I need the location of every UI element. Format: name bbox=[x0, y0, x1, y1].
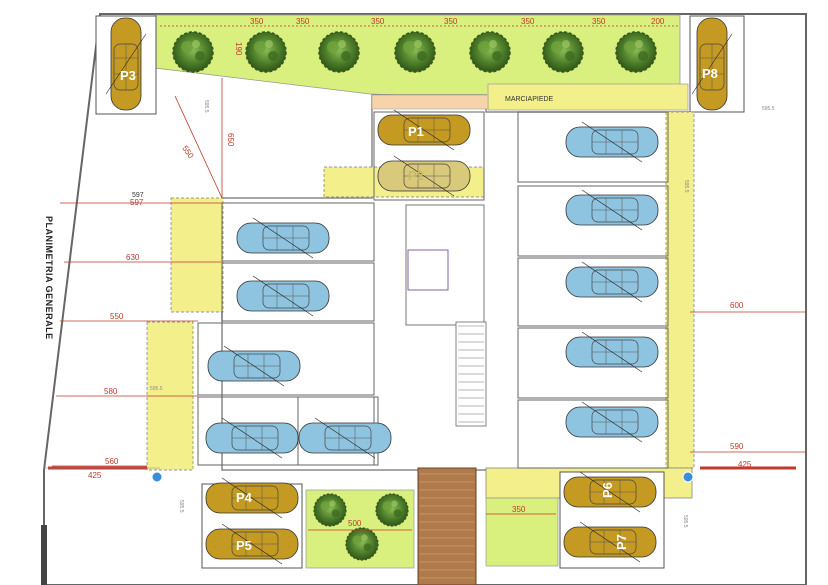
car-gold bbox=[205, 477, 299, 519]
svg-text:600: 600 bbox=[730, 301, 744, 310]
svg-text:P1: P1 bbox=[408, 124, 424, 139]
svg-text:595.5: 595.5 bbox=[150, 386, 163, 392]
car-gold bbox=[691, 17, 733, 111]
svg-text:425: 425 bbox=[738, 460, 752, 469]
svg-text:560: 560 bbox=[105, 457, 119, 466]
svg-text:P5: P5 bbox=[236, 538, 252, 553]
car-blue bbox=[236, 275, 330, 317]
svg-text:350: 350 bbox=[371, 17, 385, 26]
svg-text:550: 550 bbox=[110, 312, 124, 321]
car-blue bbox=[565, 121, 659, 163]
bottom-lawn-right bbox=[485, 497, 559, 567]
svg-text:P3: P3 bbox=[120, 68, 136, 83]
svg-text:650: 650 bbox=[226, 133, 235, 147]
car-gold bbox=[377, 109, 471, 151]
svg-text:580: 580 bbox=[104, 387, 118, 396]
car-blue bbox=[565, 401, 659, 443]
svg-text:350: 350 bbox=[444, 17, 458, 26]
svg-text:350: 350 bbox=[521, 17, 535, 26]
car-blue bbox=[565, 331, 659, 373]
svg-text:500: 500 bbox=[348, 519, 362, 528]
svg-text:590: 590 bbox=[730, 442, 744, 451]
plan-title: PLANIMETRIA GENERALE bbox=[44, 216, 54, 340]
car-blue bbox=[298, 417, 392, 459]
accessibility-icon bbox=[151, 471, 163, 483]
svg-text:P8: P8 bbox=[702, 66, 718, 81]
svg-text:P7: P7 bbox=[614, 534, 629, 550]
svg-text:597: 597 bbox=[130, 198, 144, 207]
svg-text:350: 350 bbox=[250, 17, 264, 26]
accessibility-icon bbox=[682, 471, 694, 483]
sidewalk bbox=[487, 83, 689, 111]
walkway-left-upper bbox=[170, 197, 224, 313]
svg-text:350: 350 bbox=[296, 17, 310, 26]
car-blue bbox=[236, 217, 330, 259]
svg-text:595.5: 595.5 bbox=[762, 106, 775, 112]
walkway-right bbox=[665, 111, 695, 469]
car-gold-ghost bbox=[377, 155, 471, 197]
svg-text:200: 200 bbox=[651, 17, 665, 26]
sidewalk-label: MARCIAPIEDE bbox=[505, 96, 554, 103]
svg-text:P2: P2 bbox=[408, 168, 424, 183]
svg-text:595.5: 595.5 bbox=[203, 100, 209, 113]
svg-text:630: 630 bbox=[126, 253, 140, 262]
svg-text:595.5: 595.5 bbox=[178, 500, 184, 513]
svg-text:350: 350 bbox=[512, 505, 526, 514]
dimension-labels: 350 350 350 350 350 350 200 190 550 650 … bbox=[88, 17, 752, 528]
svg-text:595.5: 595.5 bbox=[683, 180, 689, 193]
car-gold bbox=[563, 521, 657, 563]
car-blue bbox=[565, 261, 659, 303]
svg-text:P6: P6 bbox=[600, 482, 615, 498]
svg-text:P4: P4 bbox=[236, 490, 253, 505]
svg-text:425: 425 bbox=[88, 471, 102, 480]
svg-text:595.5: 595.5 bbox=[682, 515, 688, 528]
entrance-ramp bbox=[417, 467, 477, 585]
parking-labels: P3 P8 P1 P2 P4 P5 P6 P7 bbox=[120, 66, 718, 553]
car-blue bbox=[565, 189, 659, 231]
car-gold bbox=[105, 17, 147, 111]
car-blue bbox=[207, 345, 301, 387]
svg-text:350: 350 bbox=[592, 17, 606, 26]
dim-597-grey: 597 bbox=[132, 192, 144, 199]
level-labels: 595.5 595.5 595.5 595.5 595.5 595.5 bbox=[150, 100, 775, 528]
car-gold bbox=[205, 523, 299, 565]
svg-text:190: 190 bbox=[234, 42, 243, 56]
car-blue bbox=[205, 417, 299, 459]
